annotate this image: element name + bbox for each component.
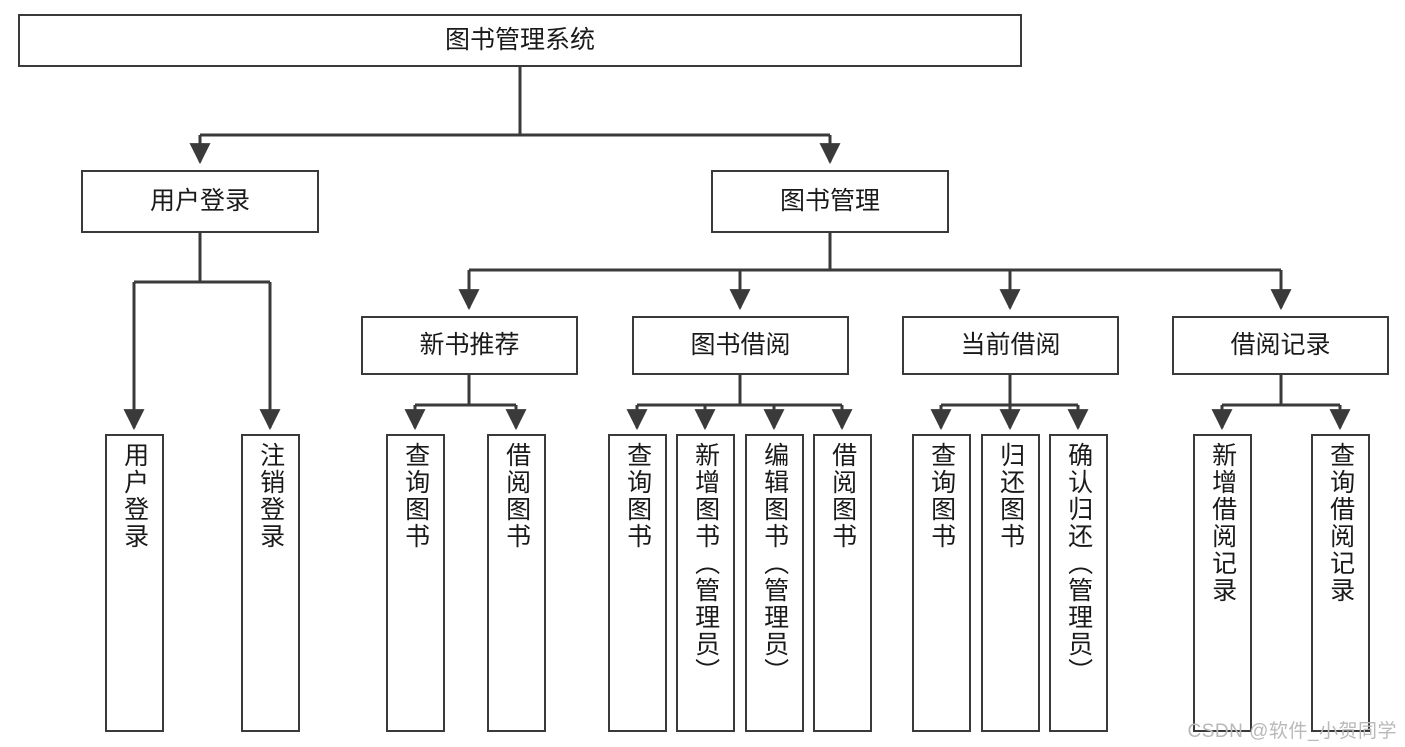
leaf-user-login-logout[interactable]: 注销登录 — [241, 434, 300, 732]
leaf-user-login-login[interactable]: 用户登录 — [105, 434, 164, 732]
leaf-borrow-record-query-record[interactable]: 查询借阅记录 — [1311, 434, 1370, 732]
leaf-new-book-borrow-book[interactable]: 借阅图书 — [487, 434, 546, 732]
leaf-book-borrow-borrow-book[interactable]: 借阅图书 — [813, 434, 872, 732]
node-label: 当前借阅 — [960, 330, 1061, 359]
node-label: 查询借阅记录 — [1326, 442, 1355, 604]
leaf-borrow-record-add-record[interactable]: 新增借阅记录 — [1193, 434, 1252, 732]
node-label: 新增图书（管理员） — [691, 442, 720, 685]
node-label: 查询图书 — [623, 442, 652, 550]
leaf-current-borrow-query-book[interactable]: 查询图书 — [912, 434, 971, 732]
node-label: 新书推荐 — [419, 330, 520, 359]
node-label: 归还图书 — [996, 442, 1025, 550]
node-label: 借阅记录 — [1230, 330, 1331, 359]
node-label: 图书管理 — [779, 186, 880, 215]
node-new-book-recommend[interactable]: 新书推荐 — [361, 316, 578, 375]
node-label: 用户登录 — [149, 186, 250, 215]
node-book-management[interactable]: 图书管理 — [711, 170, 949, 233]
node-label: 注销登录 — [256, 442, 285, 550]
leaf-current-borrow-return-book[interactable]: 归还图书 — [981, 434, 1040, 732]
node-label: 图书管理系统 — [444, 25, 595, 54]
node-user-login[interactable]: 用户登录 — [81, 170, 319, 233]
node-label: 查询图书 — [401, 442, 430, 550]
node-label: 查询图书 — [927, 442, 956, 550]
leaf-current-borrow-confirm-return-admin[interactable]: 确认归还（管理员） — [1049, 434, 1108, 732]
node-borrow-record[interactable]: 借阅记录 — [1172, 316, 1389, 375]
node-label: 编辑图书（管理员） — [760, 442, 789, 685]
node-label: 图书借阅 — [690, 330, 791, 359]
node-label: 新增借阅记录 — [1208, 442, 1237, 604]
node-label: 确认归还（管理员） — [1064, 442, 1093, 685]
node-label: 用户登录 — [120, 442, 149, 550]
leaf-book-borrow-edit-book-admin[interactable]: 编辑图书（管理员） — [745, 434, 804, 732]
leaf-new-book-query-book[interactable]: 查询图书 — [386, 434, 445, 732]
node-label: 借阅图书 — [502, 442, 531, 550]
node-label: 借阅图书 — [828, 442, 857, 550]
leaf-book-borrow-add-book-admin[interactable]: 新增图书（管理员） — [676, 434, 735, 732]
leaf-book-borrow-query-book[interactable]: 查询图书 — [608, 434, 667, 732]
node-current-borrow[interactable]: 当前借阅 — [902, 316, 1119, 375]
node-book-borrow[interactable]: 图书借阅 — [632, 316, 849, 375]
node-root-book-management-system[interactable]: 图书管理系统 — [18, 14, 1022, 67]
